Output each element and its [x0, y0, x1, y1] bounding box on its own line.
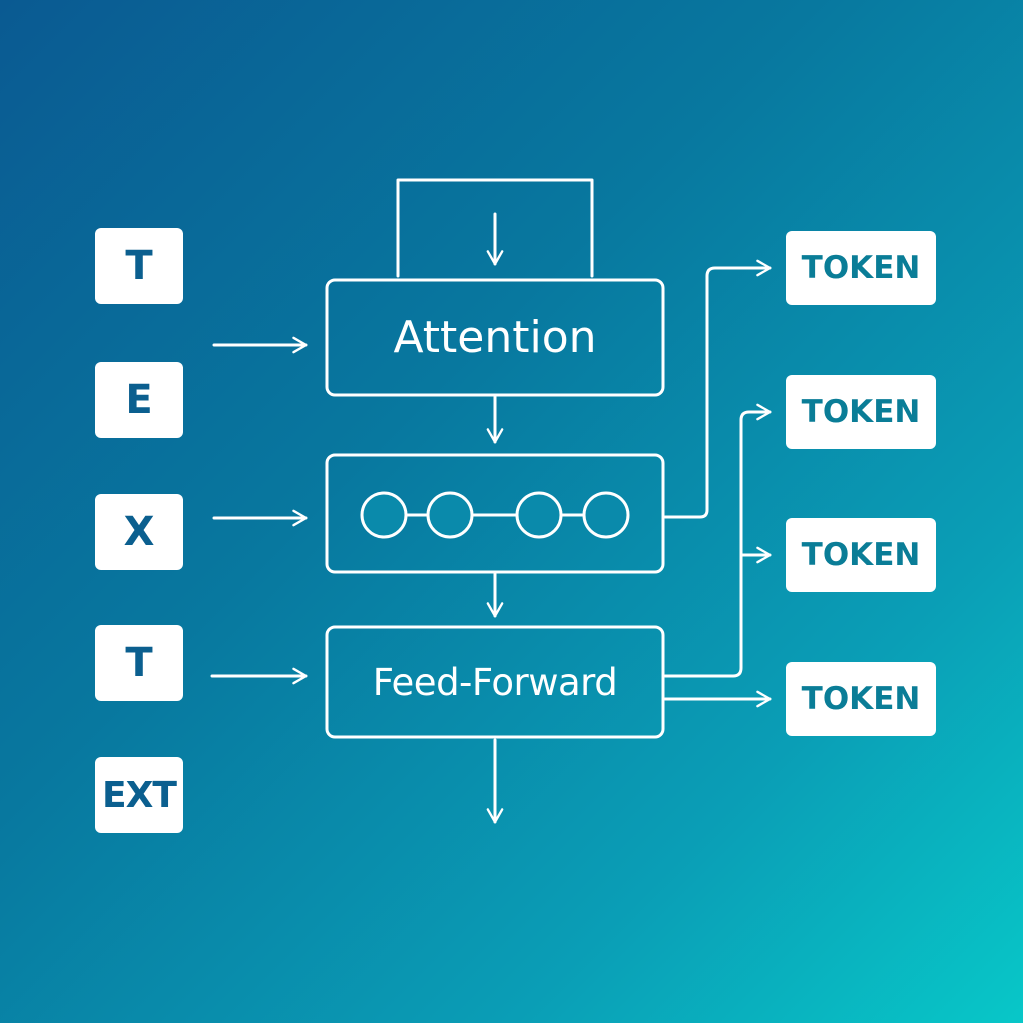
- node-circle: [360, 491, 408, 539]
- node-circle: [426, 491, 474, 539]
- input-letter-chip: X: [95, 494, 183, 570]
- input-letter-chip: T: [95, 228, 183, 304]
- attention-block: [325, 278, 665, 397]
- token-chip: TOKEN: [786, 231, 936, 305]
- node-circle: [515, 491, 563, 539]
- feed-forward-label: Feed-Forward: [372, 660, 618, 704]
- token-chip: TOKEN: [786, 518, 936, 592]
- token-chip: TOKEN: [786, 662, 936, 736]
- input-letter-chip: T: [95, 625, 183, 701]
- token-connector-2: [663, 403, 772, 678]
- top-input-box: [396, 178, 594, 278]
- attention-label: Attention: [393, 312, 597, 363]
- token-chip: TOKEN: [786, 375, 936, 449]
- input-letter-chip: EXT: [95, 757, 183, 833]
- input-letter-chip: E: [95, 362, 183, 438]
- token-connector-1: [663, 259, 772, 519]
- feed-forward-block: [325, 625, 665, 739]
- node-circle: [582, 491, 630, 539]
- nodes-block: [325, 453, 665, 574]
